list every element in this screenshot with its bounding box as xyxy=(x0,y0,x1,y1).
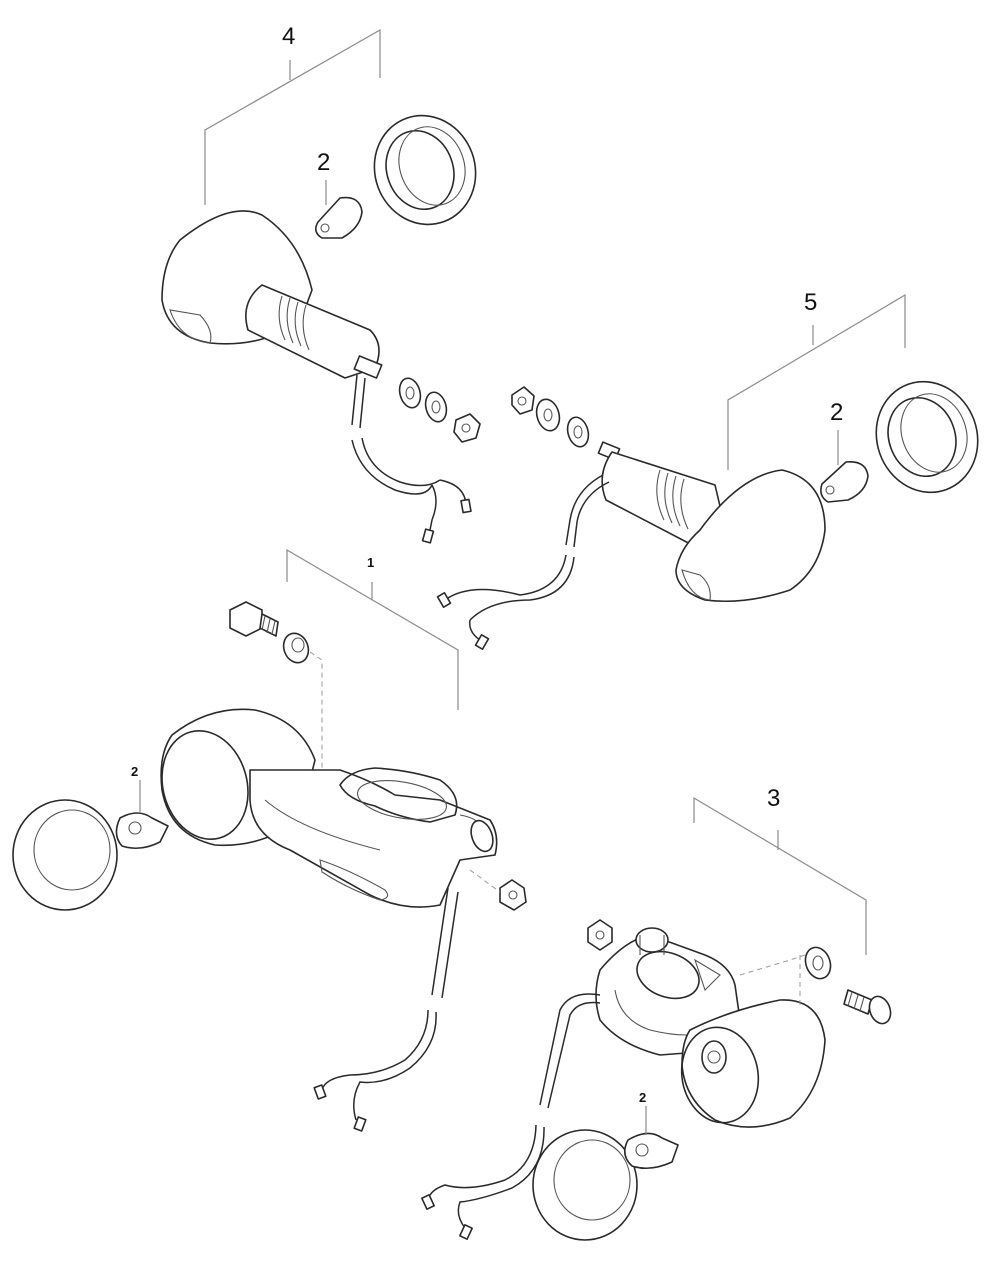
bulb-5 xyxy=(820,460,869,503)
housing-5 xyxy=(675,469,826,602)
nut-5 xyxy=(511,386,535,415)
bulb-4 xyxy=(314,196,363,239)
callout-3: 3 xyxy=(767,785,780,812)
callout-2-top: 2 xyxy=(317,149,330,176)
washer-5a xyxy=(535,398,561,432)
callout-4: 4 xyxy=(282,23,295,50)
washer-5b xyxy=(566,416,590,448)
leader-bracket-1 xyxy=(286,548,459,710)
nut-3 xyxy=(587,919,613,951)
assembly-1-bracket-signal: 1 xyxy=(12,548,527,1132)
bolt-1 xyxy=(229,601,279,637)
nut-1 xyxy=(499,879,527,911)
stem-4 xyxy=(245,284,383,379)
lens-dome-1 xyxy=(12,799,118,911)
leader-bracket-5 xyxy=(727,293,906,470)
washer-3 xyxy=(804,946,832,980)
washer-4b xyxy=(424,391,448,423)
stem-5 xyxy=(597,441,729,549)
wire-1 xyxy=(313,887,459,1132)
callout-2-left: 2 xyxy=(131,764,138,779)
callout-2-right: 2 xyxy=(830,399,843,426)
leader-bracket-3 xyxy=(693,796,867,955)
assembly-5-turn-signal: 5 2 xyxy=(436,289,979,650)
nut-4 xyxy=(453,413,481,443)
callout-1: 1 xyxy=(367,555,374,570)
bracket-1 xyxy=(249,767,498,908)
lens-dome-3 xyxy=(532,1129,638,1241)
bolt-3 xyxy=(843,989,892,1025)
callout-2-bottom: 2 xyxy=(639,1090,646,1105)
wire-4 xyxy=(351,374,472,544)
assembly-3-bracket-signal: 3 xyxy=(421,785,892,1241)
leader-bracket-4 xyxy=(204,28,381,205)
wire-5 xyxy=(436,474,610,650)
wire-3 xyxy=(421,993,601,1240)
bulb-3 xyxy=(624,1132,679,1170)
assembly-4-turn-signal: 4 2 xyxy=(161,23,481,544)
washer-1 xyxy=(282,632,310,664)
housing-3 xyxy=(680,999,826,1128)
bulb-1 xyxy=(115,812,169,850)
lens-ring-4 xyxy=(373,114,477,226)
lens-ring-5 xyxy=(875,380,979,494)
callout-5: 5 xyxy=(804,289,817,316)
washer-4a xyxy=(398,377,422,409)
